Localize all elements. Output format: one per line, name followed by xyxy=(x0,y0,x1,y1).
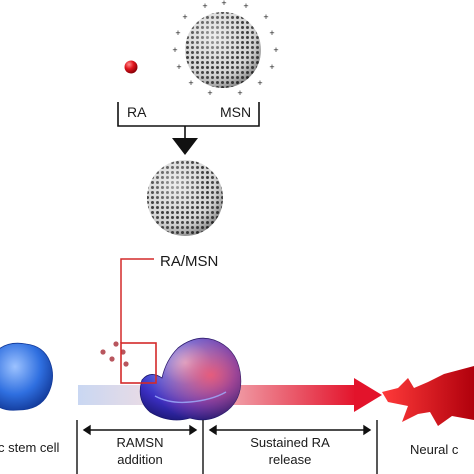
charge-plus: + xyxy=(237,88,242,98)
charge-plus: + xyxy=(172,45,177,55)
callout-line xyxy=(120,258,154,343)
ra-particle xyxy=(124,60,138,74)
ra-label: RA xyxy=(127,104,147,120)
stem-cell xyxy=(0,342,53,411)
charge-plus: + xyxy=(175,28,180,38)
charge-plus: + xyxy=(221,0,226,8)
neural-cell xyxy=(382,366,474,426)
ra-msn-label: RA/MSN xyxy=(160,253,218,270)
release-label-line1: Sustained RA xyxy=(250,435,330,450)
combine-bracket xyxy=(117,102,260,140)
cell-with-ramsn xyxy=(139,337,242,421)
release-label-line2: release xyxy=(269,452,312,467)
timeline xyxy=(76,420,378,474)
msn-label: MSN xyxy=(220,104,251,120)
charge-plus: + xyxy=(257,78,262,88)
msn-sphere xyxy=(185,12,261,88)
positive-charges: + + + + + + + + + + + + + + + xyxy=(172,0,278,98)
charge-plus: + xyxy=(269,62,274,72)
charge-plus: + xyxy=(243,1,248,11)
charge-plus: + xyxy=(263,12,268,22)
ramsn-label-line2: addition xyxy=(117,452,163,467)
highlight-box xyxy=(120,342,157,384)
released-ra-dots xyxy=(100,341,129,367)
charge-plus: + xyxy=(273,45,278,55)
stem-cell-label: c stem cell xyxy=(0,440,60,455)
ra-msn-sphere xyxy=(147,160,223,236)
ramsn-label-line1: RAMSN xyxy=(117,435,164,450)
charge-plus: + xyxy=(188,78,193,88)
charge-plus: + xyxy=(207,88,212,98)
neural-cell-label: Neural c xyxy=(410,442,459,457)
charge-plus: + xyxy=(202,1,207,11)
charge-plus: + xyxy=(182,12,187,22)
charge-plus: + xyxy=(269,28,274,38)
charge-plus: + xyxy=(176,62,181,72)
down-arrow-icon xyxy=(172,138,198,155)
